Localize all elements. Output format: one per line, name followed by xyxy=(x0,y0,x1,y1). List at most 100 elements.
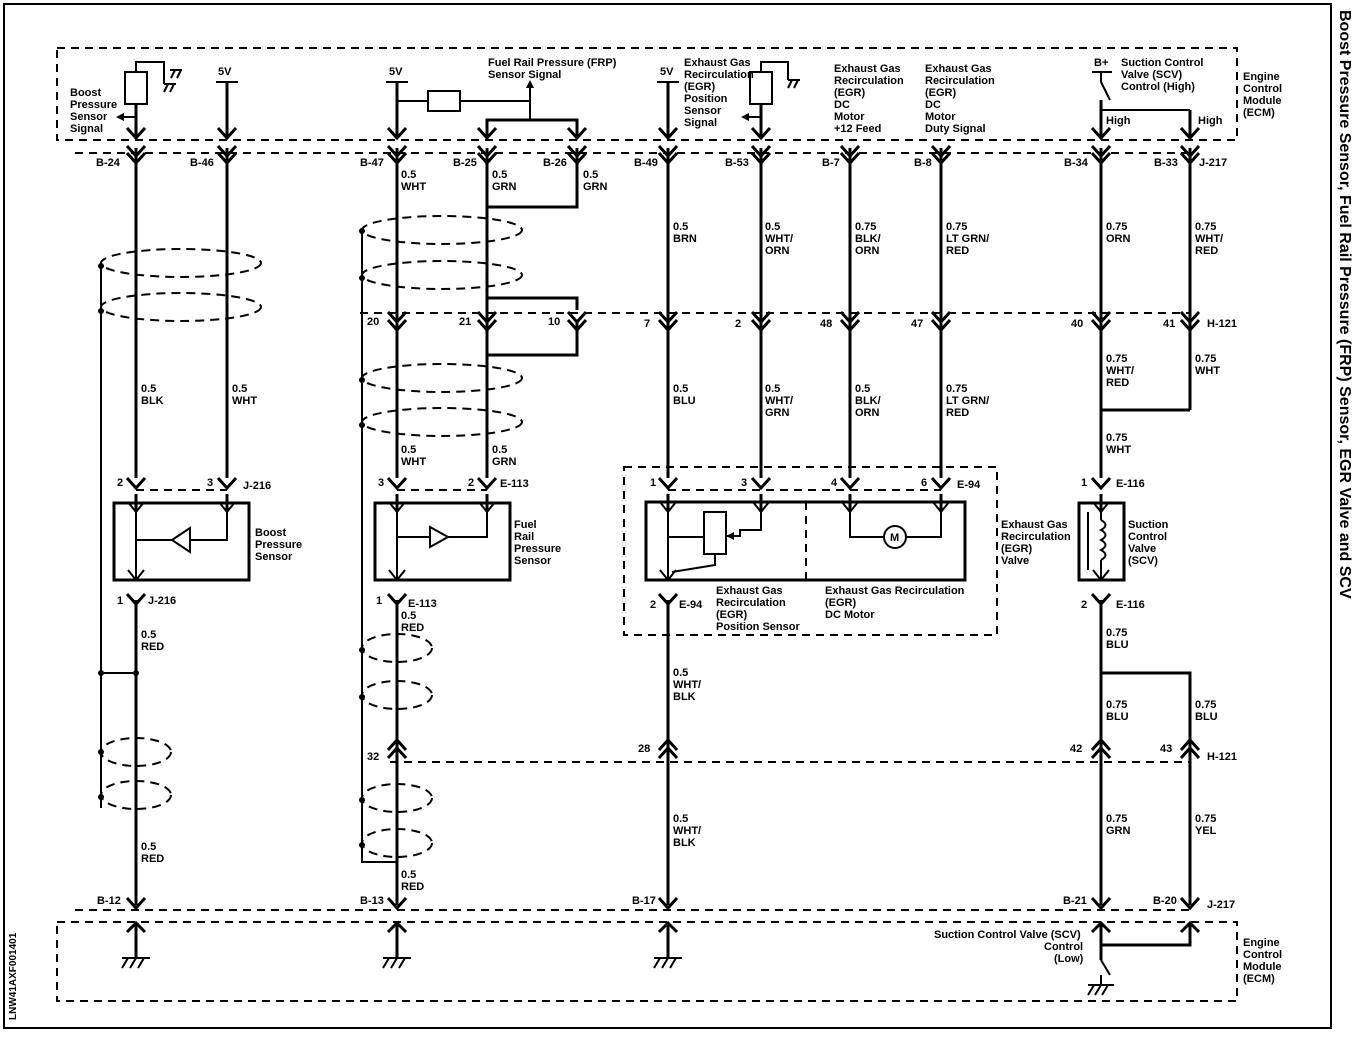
svg-text:0.75: 0.75 xyxy=(1106,627,1127,639)
terminal-chevron xyxy=(839,310,861,325)
svg-text:BLK: BLK xyxy=(673,837,696,849)
svg-text:WHT/: WHT/ xyxy=(765,233,793,245)
svg-text:ORN: ORN xyxy=(1106,233,1131,245)
motor-symbol: M xyxy=(890,532,899,544)
svg-text:0.75: 0.75 xyxy=(946,221,967,233)
svg-text:2: 2 xyxy=(117,477,123,489)
terminal-chevron xyxy=(476,151,498,166)
svg-text:(EGR): (EGR) xyxy=(716,609,748,621)
egr-5v-reference: 5V xyxy=(657,66,679,141)
svg-text:3: 3 xyxy=(741,477,747,489)
svg-text:BLK: BLK xyxy=(141,395,164,407)
svg-text:Signal: Signal xyxy=(684,117,717,129)
terminal-chevron xyxy=(566,151,588,166)
svg-text:B-20: B-20 xyxy=(1153,895,1177,907)
svg-text:RED: RED xyxy=(141,641,164,653)
svg-text:0.5: 0.5 xyxy=(673,221,688,233)
ecm-box-top xyxy=(56,47,1238,141)
svg-text:Pressure: Pressure xyxy=(514,543,561,555)
terminal-chevron xyxy=(125,592,147,607)
svg-text:Exhaust Gas: Exhaust Gas xyxy=(834,63,901,75)
terminal-chevron xyxy=(1090,745,1112,760)
svg-text:1: 1 xyxy=(117,595,123,607)
svg-text:(EGR): (EGR) xyxy=(834,87,866,99)
svg-text:J-217: J-217 xyxy=(1199,157,1227,169)
svg-text:0.5: 0.5 xyxy=(232,383,247,395)
svg-text:ORN: ORN xyxy=(855,245,880,257)
svg-text:YEL: YEL xyxy=(1195,825,1217,837)
terminal-chevron xyxy=(839,151,861,166)
svg-text:ORN: ORN xyxy=(855,407,880,419)
svg-text:B-53: B-53 xyxy=(725,157,749,169)
suction-control-valve: Suction Control Valve (SCV) xyxy=(1077,494,1169,582)
svg-text:Pressure: Pressure xyxy=(70,99,117,111)
lower-connector-pins: 1 J-216 1 E-113 2 E-94 2 E-116 xyxy=(117,595,1145,611)
svg-text:WHT/: WHT/ xyxy=(673,825,701,837)
terminal-chevron xyxy=(657,310,679,325)
svg-text:0.75: 0.75 xyxy=(1106,699,1127,711)
svg-text:ORN: ORN xyxy=(765,245,790,257)
svg-text:0.5: 0.5 xyxy=(673,383,688,395)
svg-text:Suction: Suction xyxy=(1128,519,1169,531)
svg-text:20: 20 xyxy=(367,316,379,328)
svg-text:B-8: B-8 xyxy=(914,157,932,169)
svg-text:1: 1 xyxy=(1081,477,1087,489)
svg-text:Position: Position xyxy=(684,93,728,105)
svg-text:0.5: 0.5 xyxy=(401,610,416,622)
svg-text:Duty Signal: Duty Signal xyxy=(925,123,986,135)
svg-text:J-217: J-217 xyxy=(1207,899,1235,911)
terminal-chevron xyxy=(657,592,679,607)
terminal-chevron xyxy=(216,144,238,159)
scv-low-control-circuit: Suction Control Valve (SCV) Control (Low… xyxy=(934,920,1201,996)
terminal-chevron xyxy=(216,151,238,166)
svg-text:WHT: WHT xyxy=(232,395,257,407)
svg-text:E-116: E-116 xyxy=(1116,599,1145,611)
terminal-chevron xyxy=(657,144,679,159)
svg-text:0.5: 0.5 xyxy=(401,869,416,881)
terminal-chevron xyxy=(1179,151,1201,166)
svg-text:GRN: GRN xyxy=(583,181,608,193)
svg-text:B-13: B-13 xyxy=(360,895,384,907)
terminal-chevron xyxy=(1179,318,1201,333)
terminal-chevron xyxy=(1179,144,1201,159)
svg-text:Module: Module xyxy=(1243,961,1282,973)
svg-text:0.75: 0.75 xyxy=(855,221,876,233)
svg-text:BLK/: BLK/ xyxy=(855,233,881,245)
terminal-chevron xyxy=(476,310,498,325)
terminal-chevron xyxy=(657,476,679,491)
svg-text:B-34: B-34 xyxy=(1064,157,1089,169)
svg-text:RED: RED xyxy=(401,622,424,634)
svg-text:E-94: E-94 xyxy=(957,479,981,491)
svg-text:RED: RED xyxy=(946,245,969,257)
svg-text:GRN: GRN xyxy=(492,456,517,468)
svg-text:Control: Control xyxy=(1243,83,1282,95)
terminal-chevron xyxy=(657,318,679,333)
terminal-chevron xyxy=(125,896,147,911)
svg-text:Exhaust Gas Recirculation: Exhaust Gas Recirculation xyxy=(825,585,965,597)
svg-text:J-216: J-216 xyxy=(148,595,176,607)
terminal-chevron xyxy=(386,310,408,325)
svg-text:Control: Control xyxy=(1243,949,1282,961)
svg-text:Recirculation: Recirculation xyxy=(716,597,786,609)
svg-text:LT GRN/: LT GRN/ xyxy=(946,233,989,245)
terminal-chevron xyxy=(1090,737,1112,752)
svg-text:BLK/: BLK/ xyxy=(855,395,881,407)
svg-text:B-24: B-24 xyxy=(96,157,121,169)
terminal-chevron xyxy=(1090,318,1112,333)
svg-text:1: 1 xyxy=(376,595,382,607)
ecm-box-bottom xyxy=(56,921,1238,1002)
terminal-chevron xyxy=(657,151,679,166)
svg-text:0.75: 0.75 xyxy=(1195,699,1216,711)
svg-text:BLU: BLU xyxy=(1106,711,1129,723)
svg-text:WHT/: WHT/ xyxy=(1195,233,1223,245)
svg-text:2: 2 xyxy=(650,599,656,611)
connector-terminals xyxy=(125,144,1201,911)
svg-text:0.5: 0.5 xyxy=(141,841,156,853)
svg-text:Rail: Rail xyxy=(514,531,534,543)
